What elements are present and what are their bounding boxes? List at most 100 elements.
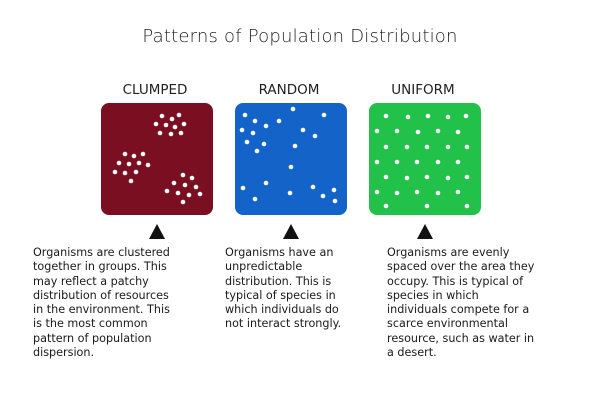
organism-dot (112, 169, 118, 175)
organism-dot (164, 188, 170, 194)
organism-dot (244, 139, 250, 145)
organism-dot (394, 190, 400, 196)
description-line: which individuals do (225, 303, 339, 317)
description-line: is the most common (33, 317, 148, 331)
description-line: occupy. This is typical of (387, 274, 524, 288)
organism-dot (374, 189, 380, 195)
organism-dot (189, 175, 195, 181)
organism-dot (300, 127, 306, 133)
organism-dot (163, 122, 169, 128)
organism-dot (242, 112, 248, 118)
organism-dot (435, 128, 441, 134)
organism-dot (435, 190, 441, 196)
organism-dot (122, 151, 128, 157)
clumped-dot-group (112, 112, 203, 205)
organism-dot (288, 164, 294, 170)
organism-dot (171, 180, 177, 186)
description-line: resource, such as water in (387, 331, 535, 345)
organism-dot (175, 190, 181, 196)
description-line: distribution. This is (225, 274, 332, 288)
uniform-description: Organisms are evenly spaced over the are… (387, 246, 534, 360)
organism-dot (252, 196, 258, 202)
organism-dot (287, 190, 293, 196)
description-line: individuals compete for a (387, 303, 530, 317)
organism-dot (404, 144, 410, 150)
organism-dot (276, 118, 282, 124)
description-line: a desert. (387, 346, 437, 360)
description-line: may reflect a patchy (33, 274, 149, 288)
organism-dot (180, 172, 186, 178)
description-line: scarce environmental (387, 317, 508, 331)
random-label: RANDOM (258, 82, 320, 98)
organism-dot (463, 113, 469, 119)
organism-dot (172, 124, 178, 130)
organism-dot (383, 203, 389, 209)
random-dots (235, 103, 347, 215)
description-line: not interact strongly. (225, 317, 342, 331)
organism-dot (263, 123, 269, 129)
organism-dot (312, 133, 318, 139)
organism-dot (180, 199, 186, 205)
organism-dot (176, 112, 182, 118)
organism-dot (153, 121, 159, 127)
clumped-description: Organisms are clustered together in grou… (33, 246, 170, 360)
organism-dot (383, 113, 389, 119)
description-line: pattern of population (33, 331, 152, 345)
uniform-panel (369, 103, 481, 215)
random-dot-group (239, 106, 338, 204)
description-line: unpredictable (225, 260, 303, 274)
organism-dot (445, 114, 451, 120)
organism-dot (374, 128, 380, 134)
organism-dot (455, 129, 461, 135)
organism-dot (126, 161, 132, 167)
organism-dot (131, 153, 137, 159)
up-triangle-icon (283, 224, 299, 239)
organism-dot (128, 178, 134, 184)
organism-dot (133, 169, 139, 175)
organism-dot (250, 130, 256, 136)
clumped-panel (101, 103, 213, 215)
organism-dot (435, 159, 441, 165)
organism-dot (159, 113, 165, 119)
organism-dot (140, 151, 146, 157)
organism-dot (414, 159, 420, 165)
clumped-label: CLUMPED (122, 82, 188, 98)
random-panel (235, 103, 347, 215)
organism-dot (414, 189, 420, 195)
organism-dot (464, 203, 470, 209)
organism-dot (332, 198, 338, 204)
clumped-background (101, 103, 213, 215)
up-triangle-icon (149, 224, 165, 239)
description-line: dispersion. (33, 346, 95, 360)
organism-dot (321, 112, 327, 118)
organism-dot (292, 143, 298, 149)
organism-dot (394, 159, 400, 165)
description-line: spaced over the area they (387, 260, 535, 274)
organism-dot (186, 192, 192, 198)
random-description: Organisms have an unpredictable distribu… (225, 246, 341, 332)
clumped-dots (101, 103, 213, 215)
organism-dot (157, 130, 163, 136)
organism-dot (290, 106, 296, 112)
description-line: typical of species in (225, 288, 336, 302)
organism-dot (383, 174, 389, 180)
organism-dot (320, 193, 326, 199)
description-line: Organisms have an (225, 246, 334, 259)
organism-dot (415, 129, 421, 135)
organism-dot (310, 184, 316, 190)
organism-dot (455, 159, 461, 165)
description-line: together in groups. This (33, 260, 167, 274)
organism-dot (455, 189, 461, 195)
organism-dot (404, 175, 410, 181)
organism-dot (240, 185, 246, 191)
description-line: Organisms are evenly (387, 246, 510, 259)
description-line: species in which (387, 288, 479, 302)
random-background (235, 103, 347, 215)
organism-dot (116, 160, 122, 166)
organism-dot (261, 141, 267, 147)
organism-dot (252, 118, 258, 124)
organism-dot (145, 162, 151, 168)
organism-dot (445, 144, 451, 150)
organism-dot (239, 127, 245, 133)
uniform-background (369, 103, 481, 215)
